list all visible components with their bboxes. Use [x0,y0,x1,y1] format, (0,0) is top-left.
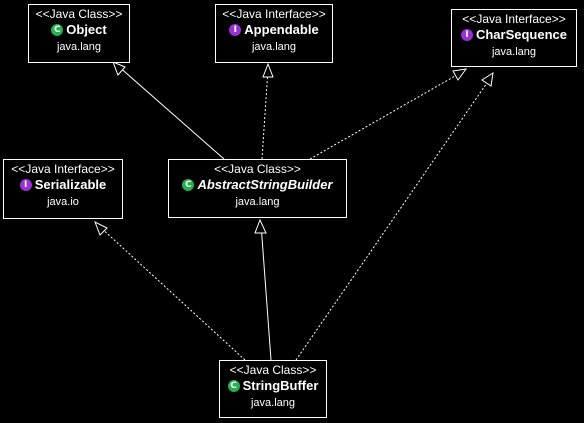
edge-stringbuffer-implements-serializable-arrowhead [94,220,108,236]
edge-stringbuffer-implements-charsequence-arrowhead [481,71,494,87]
interface-node-serializable[interactable]: <<Java Interface>> I Serializable java.i… [3,159,123,219]
edge-asb-implements-appendable-arrowhead [262,62,274,78]
edge-stringbuffer-implements-serializable [98,225,246,361]
edge-asb-implements-charsequence [309,71,463,160]
node-stereotype: <<Java Interface>> [462,12,566,26]
interface-node-charsequence[interactable]: <<Java Interface>> I CharSequence java.l… [451,9,577,67]
interface-icon: I [19,179,32,191]
node-name: CharSequence [475,27,568,42]
node-package: java.lang [491,46,537,58]
node-package: java.lang [251,41,297,53]
edge-asb-implements-appendable [261,68,269,160]
node-package: java.lang [250,397,296,409]
node-name: Object [66,22,107,37]
interface-node-appendable[interactable]: <<Java Interface>> I Appendable java.lan… [215,4,333,63]
node-name-row: C AbstractStringBuilder [169,177,346,193]
interface-icon: I [460,29,473,41]
node-name-row: I Serializable [4,177,122,193]
edge-asb-extends-object [116,64,225,160]
node-stereotype: <<Java Class>> [229,363,317,377]
edge-asb-implements-charsequence-arrowhead [452,68,468,81]
class-icon: C [227,380,240,392]
interface-icon: I [229,24,242,36]
node-package: java.io [47,196,79,208]
node-package: java.lang [235,196,280,208]
class-icon: C [51,24,64,36]
class-node-stringbuffer[interactable]: <<Java Class>> C StringBuffer java.lang [219,360,327,418]
class-node-abstractstringbuilder[interactable]: <<Java Class>> C AbstractStringBuilder j… [168,159,347,218]
node-stereotype: <<Java Interface>> [222,7,326,21]
node-stereotype: <<Java Interface>> [11,162,115,176]
node-name-row: C Object [29,22,129,38]
node-name-row: I Appendable [216,22,332,38]
node-name: Serializable [34,177,107,192]
edge-stringbuffer-extends-asb-arrowhead [254,218,267,234]
node-name: AbstractStringBuilder [197,177,333,192]
edge-asb-extends-object-arrowhead [112,61,126,76]
edge-stringbuffer-implements-charsequence [295,76,492,361]
node-stereotype: <<Java Class>> [214,162,301,176]
class-node-object[interactable]: <<Java Class>> C Object java.lang [28,4,130,63]
node-name-row: C StringBuffer [220,378,326,394]
node-package: java.lang [56,41,102,53]
node-name: StringBuffer [242,378,319,393]
node-name-row: I CharSequence [452,27,576,43]
abstract-class-icon: C [182,179,195,191]
node-stereotype: <<Java Class>> [35,7,123,21]
node-name: Appendable [244,22,319,37]
edge-stringbuffer-extends-asb [260,223,272,361]
